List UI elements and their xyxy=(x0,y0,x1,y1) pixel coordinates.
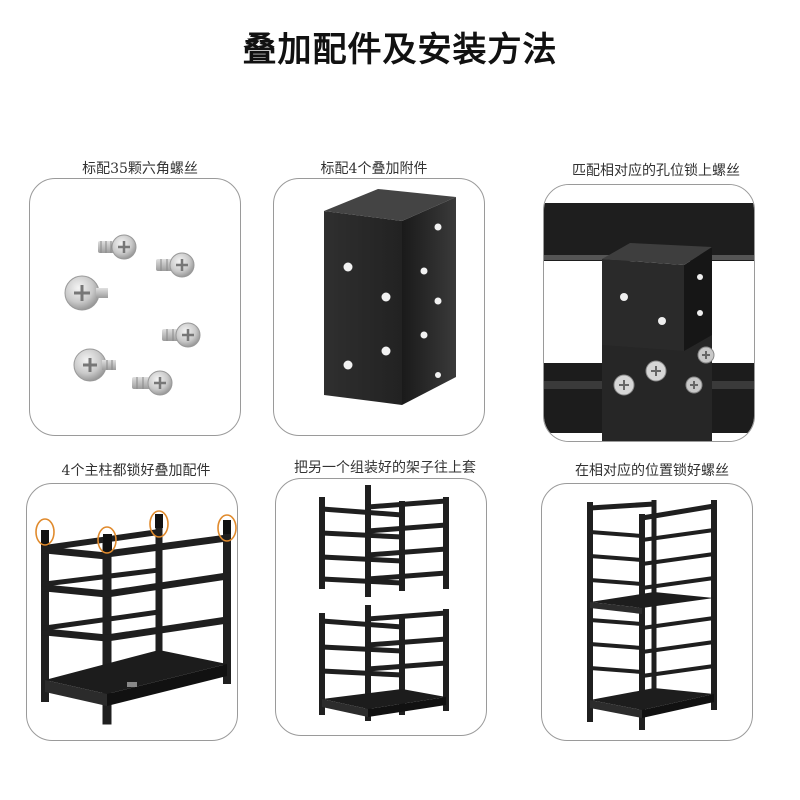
step-5-stacking-image xyxy=(275,478,487,736)
screw-icon xyxy=(645,360,667,382)
page-title: 叠加配件及安装方法 xyxy=(242,30,558,70)
screw-icon xyxy=(98,234,137,260)
screw-icon xyxy=(73,348,116,382)
screw-icon xyxy=(697,346,715,364)
step-4-caption: 4个主柱都锁好叠加配件 xyxy=(61,463,211,479)
screw-icon xyxy=(162,322,201,348)
step-1-caption: 标配35颗六角螺丝 xyxy=(82,161,198,177)
step-6-caption: 在相对应的位置锁好螺丝 xyxy=(575,463,729,479)
screw-icon xyxy=(685,376,703,394)
screw-icon xyxy=(132,370,173,396)
screw-icon xyxy=(156,252,195,278)
step-5-caption: 把另一个组装好的架子往上套 xyxy=(294,460,476,476)
screw-icon xyxy=(64,275,108,311)
step-2-bracket-image xyxy=(273,178,485,436)
step-2-caption: 标配4个叠加附件 xyxy=(320,161,428,177)
step-4-rack-image xyxy=(26,483,238,741)
step-3-mounted-image xyxy=(543,184,755,442)
step-1-screws-image xyxy=(29,178,241,436)
screw-icon xyxy=(613,374,635,396)
step-6-final-rack-image xyxy=(541,483,753,741)
step-3-caption: 匹配相对应的孔位锁上螺丝 xyxy=(572,163,740,179)
